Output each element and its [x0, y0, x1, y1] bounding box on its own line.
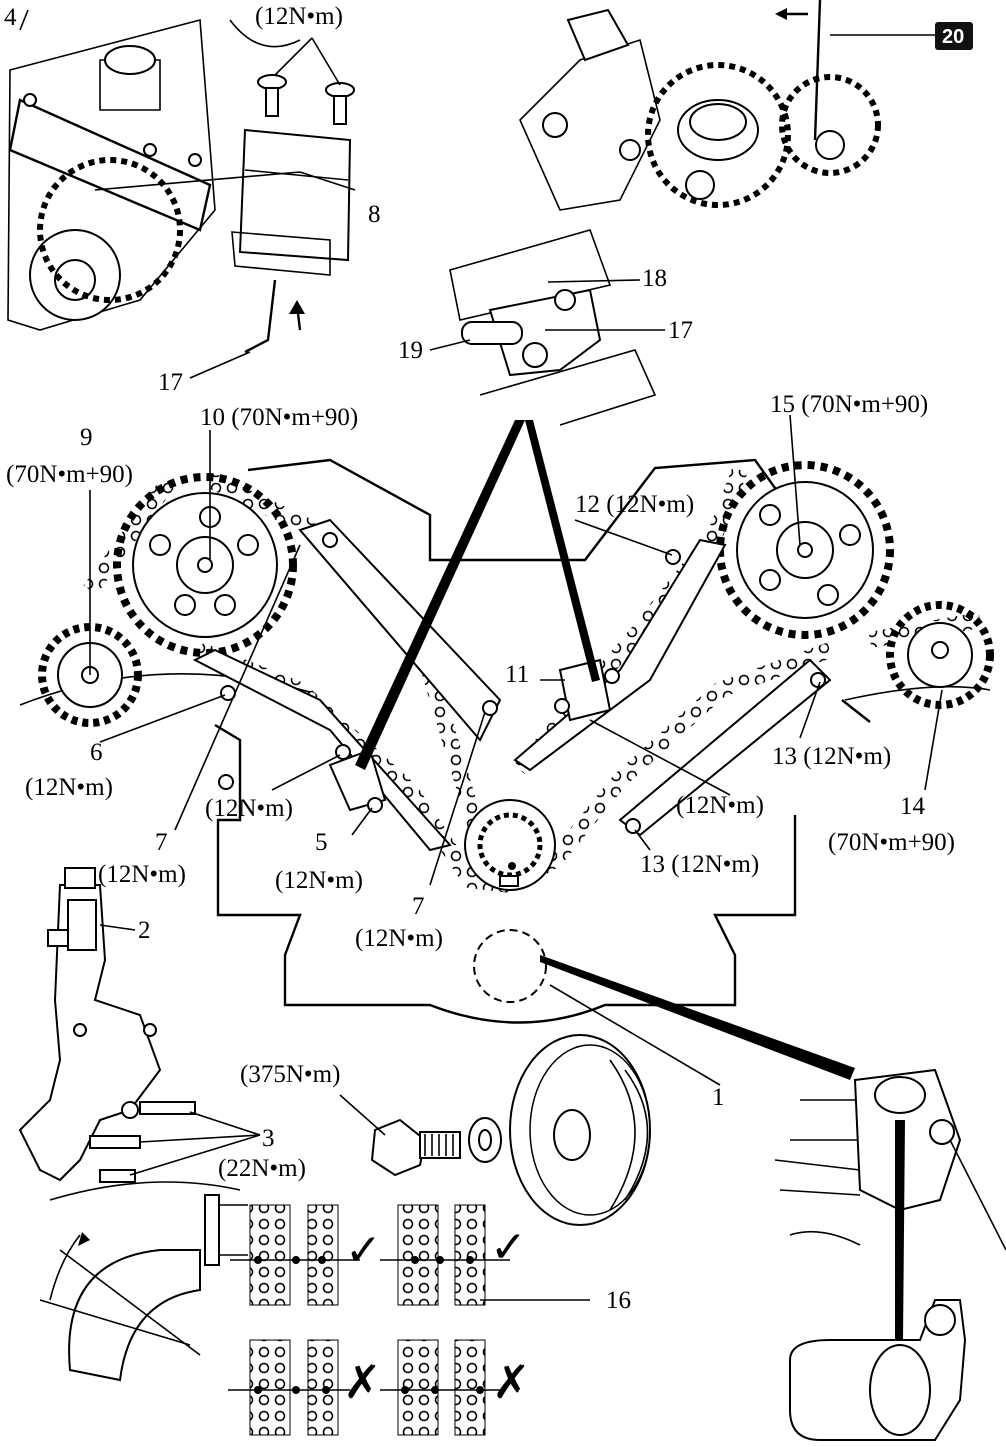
label-14-torque: (70N•m+90) [828, 829, 955, 856]
label-6-torque: (12N•m) [25, 774, 113, 801]
crank-gear-detail [39, 1181, 241, 1382]
label-14: 14 [900, 793, 926, 820]
crank-pulley [509, 1034, 651, 1226]
inset-tool-20 [519, 0, 973, 211]
label-9-torque: (70N•m+90) [6, 461, 133, 488]
label-8: 8 [368, 201, 381, 228]
engine-front [19, 420, 994, 1080]
label-11-torque: (12N•m) [676, 792, 764, 819]
bolt-icon [325, 82, 355, 125]
label-17-mid: 17 [668, 317, 693, 344]
leader-lines [89, 414, 943, 1086]
sprocket-alignment [204, 1194, 590, 1436]
label-3-torque: (22N•m) [218, 1155, 306, 1182]
label-1: 1 [712, 1084, 725, 1111]
label-375: (375N•m) [240, 1061, 340, 1088]
gear-pair-correct-1 [230, 1204, 360, 1306]
tensioner-8 [231, 128, 352, 354]
gear-pair-correct-2 [380, 1204, 510, 1306]
crank-bolt [339, 1094, 461, 1177]
label-12: 12 (12N•m) [575, 491, 694, 518]
label-7-left-torque: (12N•m) [98, 861, 186, 888]
label-13-lower: 13 (12N•m) [640, 851, 759, 878]
oil-pump-assembly [18, 867, 261, 1183]
gear-pair-wrong-2 [380, 1339, 500, 1436]
callout-labels: 4 (12N•m) 8 17 20 18 17 19 9 (70N•m+90) … [4, 3, 964, 1409]
label-15: 15 (70N•m+90) [770, 391, 928, 418]
right-cam-sprocket [716, 461, 894, 639]
left-cam-sprocket [113, 473, 297, 657]
label-2: 2 [138, 917, 151, 944]
label-7-center-torque: (12N•m) [355, 925, 443, 952]
label-5-torque-top: (12N•m) [205, 795, 293, 822]
label-10: 10 (70N•m+90) [200, 404, 358, 431]
inset-guide-lock [429, 229, 665, 426]
check-icon: ✓ [345, 1225, 382, 1276]
bolt-icon [257, 74, 287, 117]
check-icon: ✓ [490, 1222, 527, 1273]
label-4: 4 [4, 4, 17, 31]
label-20: 20 [942, 26, 964, 48]
label-17-left: 17 [158, 369, 183, 396]
label-18: 18 [642, 265, 667, 292]
label-7-left: 7 [155, 829, 168, 856]
label-9: 9 [80, 424, 93, 451]
label-top-torque: (12N•m) [255, 3, 343, 30]
inset-tensioner [7, 9, 356, 379]
gear-pair-wrong-1 [228, 1339, 350, 1436]
crank-washer [468, 1117, 502, 1163]
cross-icon: ✗ [492, 1355, 531, 1409]
label-13-upper: 13 (12N•m) [772, 743, 891, 770]
label-7-center: 7 [412, 893, 425, 920]
label-16: 16 [606, 1287, 631, 1314]
label-5: 5 [315, 829, 328, 856]
label-19: 19 [398, 337, 423, 364]
cross-icon: ✗ [343, 1355, 382, 1409]
label-5-torque: (12N•m) [275, 867, 363, 894]
label-11: 11 [505, 661, 529, 688]
crank-sprocket [464, 799, 556, 891]
label-3: 3 [262, 1125, 275, 1152]
label-6: 6 [90, 739, 103, 766]
sensor-detail [774, 1068, 1006, 1441]
